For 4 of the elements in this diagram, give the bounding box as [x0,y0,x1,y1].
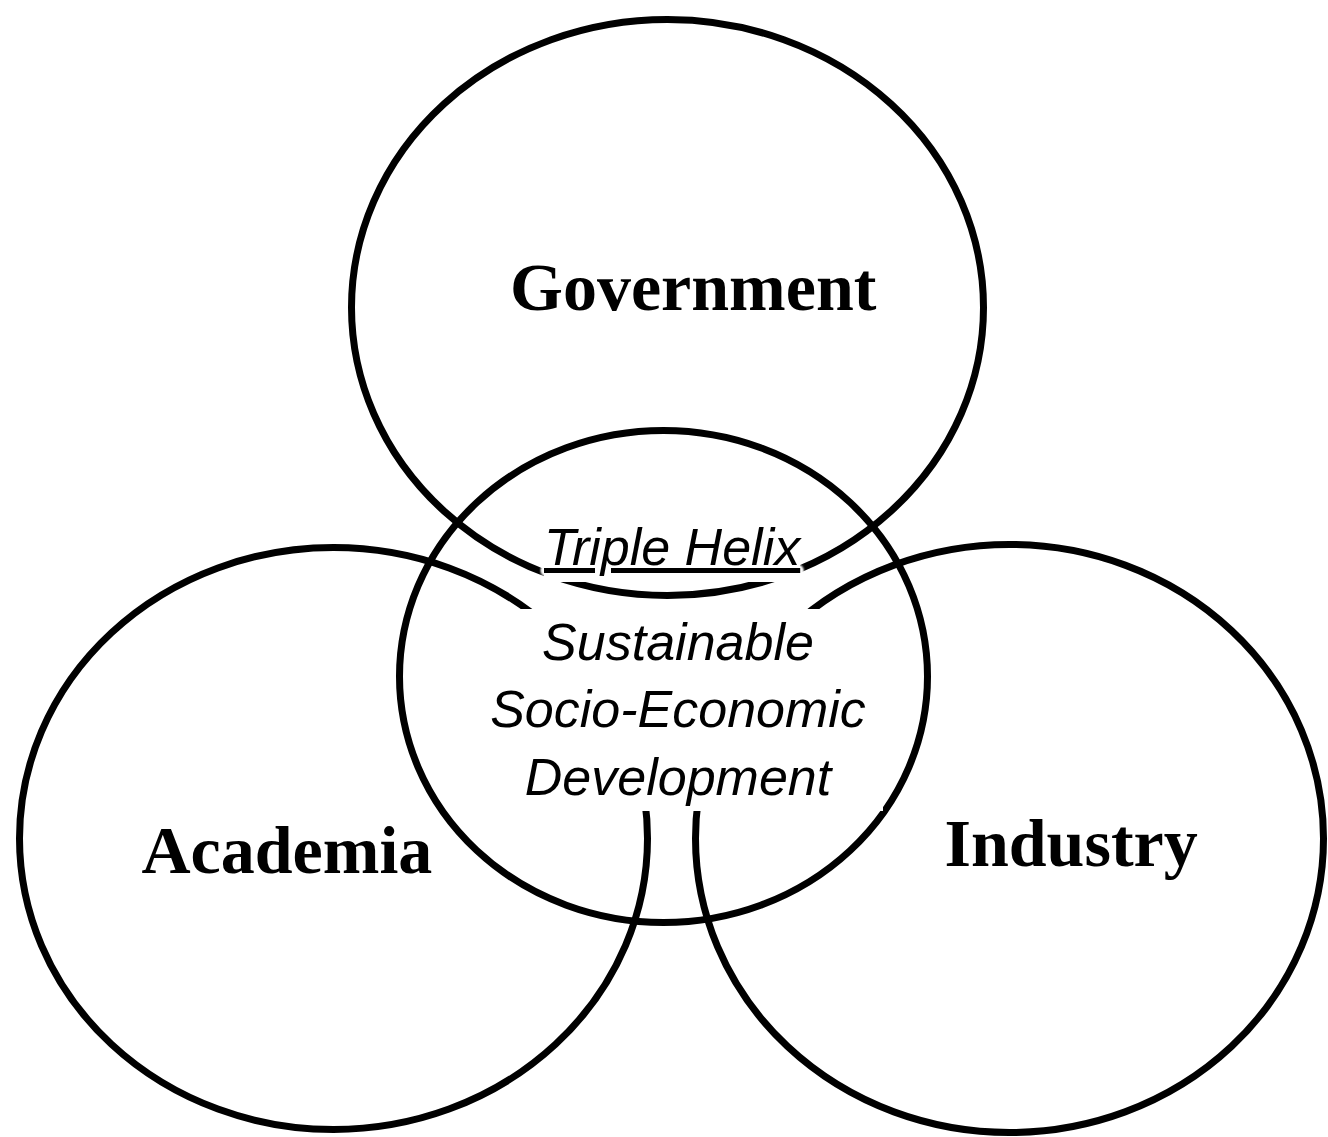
circle-label: Academia [141,811,433,890]
circle-label: Government [510,248,877,327]
government-circle [347,15,987,599]
circle-label: Industry [944,804,1198,883]
